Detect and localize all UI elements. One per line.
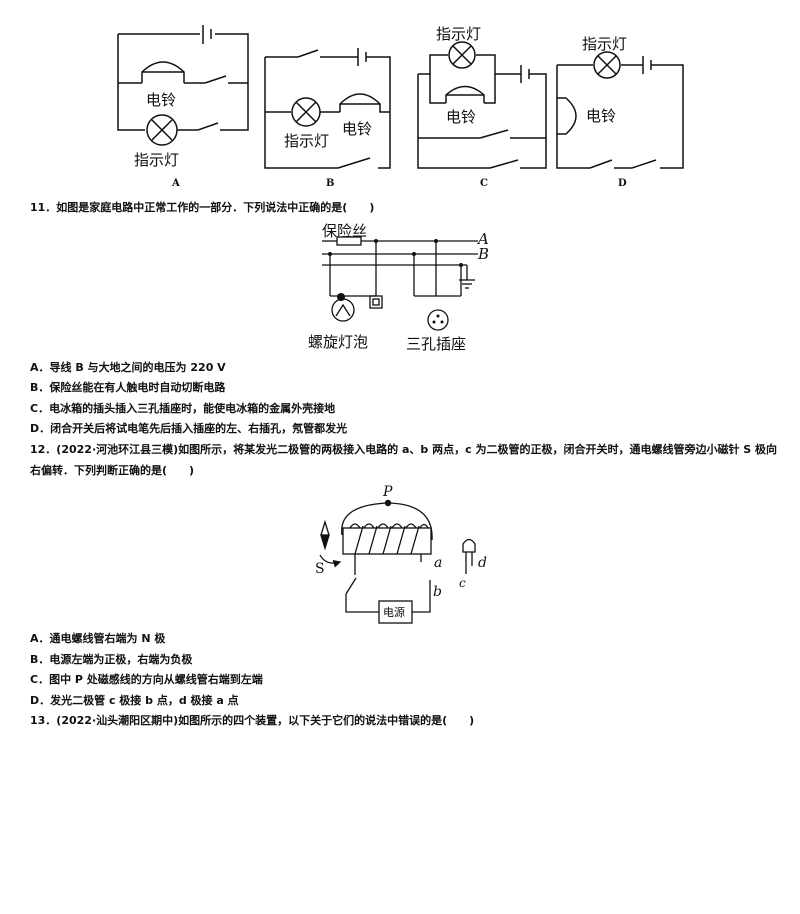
household-circuit-diagram	[322, 236, 478, 331]
solenoid-circuit-diagram	[319, 499, 476, 624]
q11-option-c: C．电冰箱的插头插入三孔插座时，能使电冰箱的金属外壳接地	[30, 402, 336, 415]
circuit-b	[264, 48, 391, 169]
caption-c: C	[480, 178, 488, 189]
label-c: c	[459, 576, 466, 590]
label-lamp-b: 指示灯	[284, 132, 330, 150]
label-bulb: 螺旋灯泡	[308, 333, 369, 351]
caption-d: D	[618, 178, 627, 189]
circuit-c	[417, 41, 547, 169]
caption-a: A	[172, 178, 180, 189]
label-lamp-c: 指示灯	[436, 25, 482, 43]
label-wire-b: B	[478, 245, 490, 263]
q11-option-a: A．导线 B 与大地之间的电压为 220 V	[30, 361, 226, 374]
question-11-stem: 11．如图是家庭电路中正常工作的一部分．下列说法中正确的是( )	[30, 201, 375, 214]
label-fuse: 保险丝	[322, 222, 368, 240]
question-12-stem-line1: 12．(2022·河池环江县三模)如图所示，将某发光二极管的两极接入电路的 a、…	[30, 443, 778, 456]
label-bell-c: 电铃	[446, 108, 477, 126]
label-bell-d: 电铃	[586, 107, 617, 125]
label-d: d	[478, 555, 487, 571]
q12-option-a: A．通电螺线管右端为 N 极	[30, 632, 166, 645]
question-12-stem-line2: 右偏转．下列判断正确的是( )	[30, 464, 195, 477]
q11-option-b: B．保险丝能在有人触电时自动切断电路	[30, 381, 226, 394]
label-s: S	[315, 561, 325, 577]
label-bell-a: 电铃	[146, 91, 177, 109]
label-wire-a: A	[478, 230, 489, 248]
label-a: a	[434, 555, 443, 571]
label-lamp-d: 指示灯	[582, 35, 628, 53]
q11-option-d: D．闭合开关后将试电笔先后插入插座的左、右插孔，氖管都发光	[30, 422, 348, 435]
label-lamp-a: 指示灯	[134, 151, 180, 169]
q12-option-b: B．电源左端为正极，右端为负极	[30, 653, 193, 666]
label-bell-b: 电铃	[342, 120, 373, 138]
circuit-a	[117, 25, 249, 146]
q12-option-d: D．发光二极管 c 极接 b 点，d 极接 a 点	[30, 694, 239, 707]
label-p: P	[383, 484, 393, 500]
label-power: 电源	[383, 606, 405, 619]
circuit-d	[556, 51, 684, 169]
question-13-stem: 13．(2022·汕头潮阳区期中)如图所示的四个装置，以下关于它们的说法中错误的…	[30, 714, 475, 727]
q12-option-c: C．图中 P 处磁感线的方向从螺线管右端到左端	[30, 673, 263, 686]
circuit-diagrams-abcd	[117, 25, 684, 169]
caption-b: B	[326, 178, 335, 189]
label-b: b	[433, 584, 442, 600]
label-socket: 三孔插座	[406, 335, 467, 353]
